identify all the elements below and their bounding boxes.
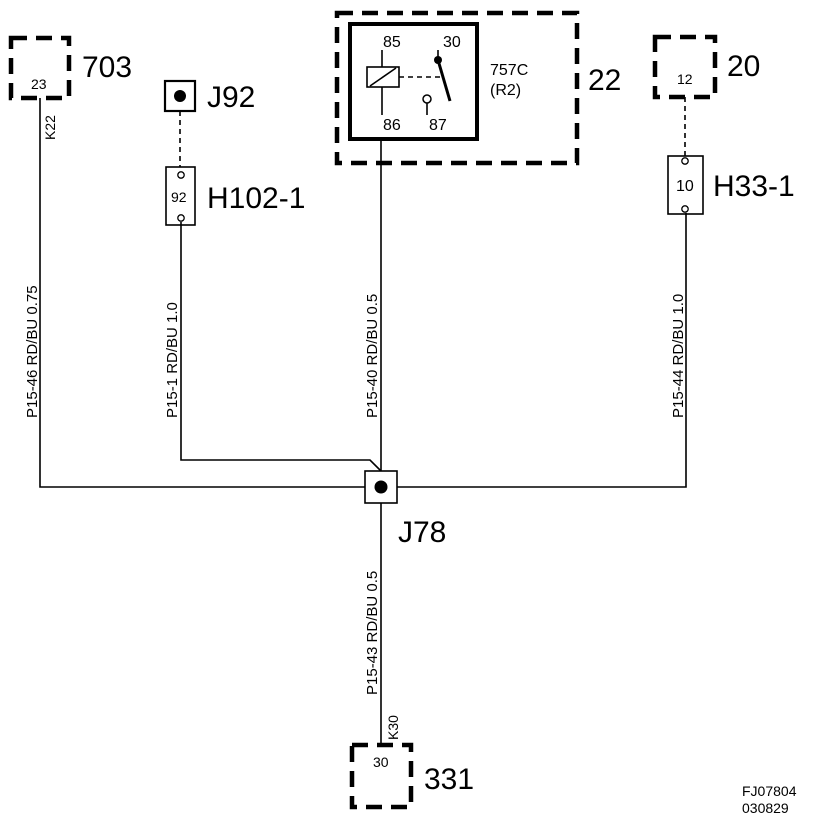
- relay-sub-id: (R2): [490, 82, 521, 99]
- component-22-label: 22: [588, 64, 621, 97]
- component-331[interactable]: 30 331 K30: [349, 715, 474, 810]
- wire-label-p15-44: P15-44 RD/BU 1.0: [670, 294, 687, 418]
- connector-h33-1-label: H33-1: [713, 170, 795, 203]
- footer-code: FJ07804: [742, 783, 797, 799]
- junction-j92[interactable]: J92: [163, 79, 255, 114]
- component-20[interactable]: 12 20: [652, 34, 760, 100]
- component-20-pin: 12: [677, 71, 693, 87]
- wire-label-p15-40: P15-40 RD/BU 0.5: [364, 294, 381, 418]
- component-20-box: [652, 34, 718, 100]
- wire-code-k22: K22: [42, 115, 58, 140]
- component-331-pin: 30: [373, 754, 389, 770]
- connector-h102-1-pin-bottom: [177, 214, 185, 222]
- wire-label-p15-1: P15-1 RD/BU 1.0: [164, 302, 181, 418]
- relay-pin-30: 30: [443, 34, 461, 51]
- component-703-pin: 23: [31, 76, 47, 92]
- connector-h33-1[interactable]: 10 H33-1: [667, 155, 795, 215]
- component-703-label: 703: [82, 51, 132, 84]
- junction-j92-dot: [174, 90, 186, 102]
- component-703-box: [8, 35, 72, 101]
- relay-switch-arm: [436, 59, 452, 102]
- connector-h102-1-pin: 92: [171, 189, 187, 205]
- relay-coil-slash: [369, 67, 397, 87]
- relay-id: 757C: [490, 62, 528, 79]
- relay-pin-86: 86: [383, 117, 401, 134]
- component-703[interactable]: 23 703 K22: [8, 35, 132, 140]
- relay-contact-87: [422, 94, 432, 104]
- wire-label-p15-46: P15-46 RD/BU 0.75: [24, 285, 41, 418]
- junction-j92-label: J92: [207, 81, 255, 114]
- wire-label-p15-43: P15-43 RD/BU 0.5: [364, 571, 381, 695]
- connector-h33-1-pin: 10: [676, 178, 694, 195]
- relay-pin-87: 87: [429, 117, 447, 134]
- component-22[interactable]: 85 30 86 87 757C (R2) 22: [334, 10, 621, 166]
- junction-j78-label: J78: [398, 516, 446, 549]
- component-331-label: 331: [424, 763, 474, 796]
- connector-h33-1-pin-bottom: [681, 205, 689, 213]
- footer-date: 030829: [742, 800, 789, 816]
- wire-p15-46: [39, 98, 365, 488]
- wire-code-k30: K30: [385, 715, 401, 740]
- wire-p15-1: [180, 222, 382, 472]
- component-20-label: 20: [727, 50, 760, 83]
- junction-j78[interactable]: J78: [364, 470, 446, 549]
- wire-p15-44: [397, 213, 687, 488]
- component-22-box: [334, 10, 580, 166]
- wires: [39, 97, 687, 745]
- connector-h33-1-pin-top: [681, 157, 689, 165]
- junction-j78-dot: [374, 480, 388, 494]
- connector-h102-1-pin-top: [177, 171, 185, 179]
- connector-h102-1[interactable]: 92 H102-1: [165, 166, 305, 226]
- relay-pin-85: 85: [383, 34, 401, 51]
- connector-h102-1-label: H102-1: [207, 182, 305, 215]
